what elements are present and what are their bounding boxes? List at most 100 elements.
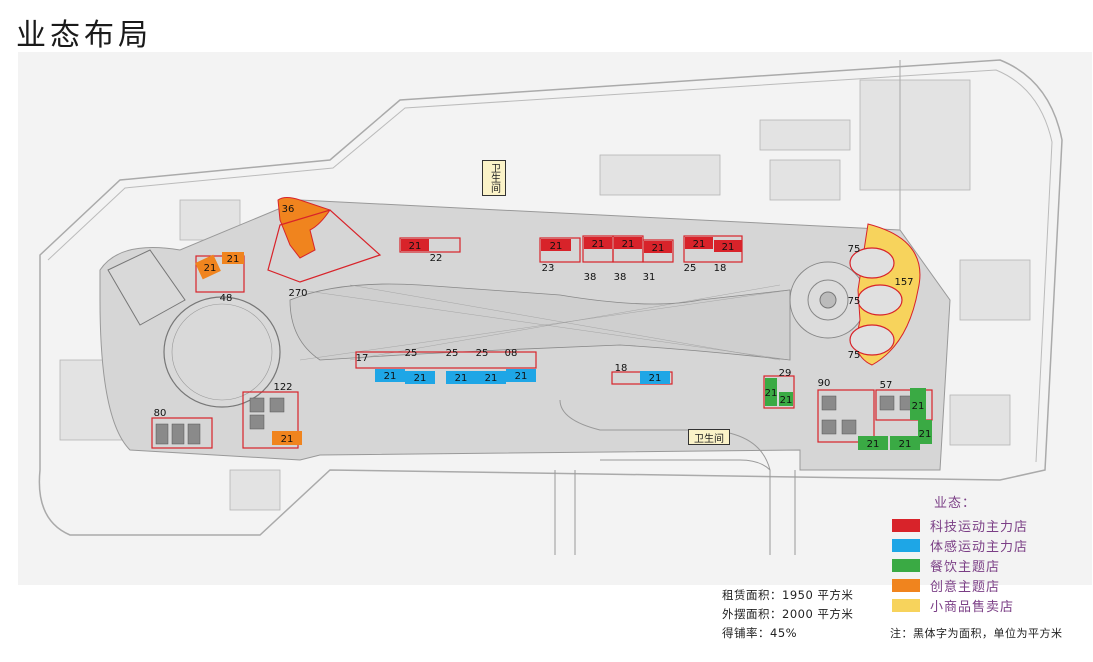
- somato-shop-3: [446, 371, 476, 384]
- tech-shop-2: [541, 239, 571, 251]
- creative-shop-c: [272, 431, 302, 445]
- dome-small: [107, 249, 186, 326]
- tech-shop-4: [614, 237, 642, 249]
- shop-label: 21: [649, 373, 662, 384]
- dining-shop-1: [765, 378, 777, 406]
- dining-shop-3: [910, 388, 926, 420]
- dining-shop-5: [858, 436, 888, 450]
- kiosk-3: [849, 324, 895, 356]
- shop-label: 21: [919, 429, 932, 440]
- shop-label: 21: [409, 241, 422, 252]
- somato-shop-4: [476, 371, 506, 384]
- outdoor-area: 外摆面积：2000 平方米: [722, 607, 854, 621]
- shop-label: 21: [693, 239, 706, 250]
- area-label: 22: [430, 253, 443, 264]
- shop-label: 21: [455, 373, 468, 384]
- area-label: 157: [894, 277, 913, 288]
- area-label: 75: [848, 296, 861, 307]
- site-boundary: [38, 59, 1063, 536]
- legend-label: 餐饮主题店: [930, 559, 1001, 575]
- legend-label: 创意主题店: [930, 579, 1001, 595]
- rent-area: 租赁面积：1950 平方米: [722, 588, 854, 602]
- legend-label: 科技运动主力店: [930, 519, 1029, 535]
- area-label: 23: [542, 263, 555, 274]
- footnote: 注：黑体字为面积，单位为平方米: [890, 627, 1063, 640]
- dome-large: [163, 296, 281, 408]
- area-label: 18: [615, 363, 628, 374]
- legend-label: 小商品售卖店: [930, 599, 1015, 615]
- tech-shop-5: [644, 241, 672, 253]
- shop-label: 21: [384, 371, 397, 382]
- shop-label: 21: [622, 239, 635, 250]
- area-label: 270: [288, 288, 307, 299]
- legend-swatch: [892, 598, 920, 612]
- legend-label: 体感运动主力店: [930, 539, 1029, 555]
- shop-label: 21: [227, 254, 240, 265]
- shop-label: 21: [899, 439, 912, 450]
- shop-label: 21: [912, 401, 925, 412]
- kiosk-1: [849, 247, 895, 279]
- legend-swatch: [892, 558, 920, 572]
- ratio: 得铺率：45%: [722, 626, 798, 640]
- shop-label: 21: [204, 263, 217, 274]
- shop-label: 21: [765, 388, 778, 399]
- central-grid-area: [289, 283, 791, 361]
- legend-item-somatosensory: 体感运动主力店: [892, 535, 1092, 555]
- building-footprints: [59, 79, 1031, 511]
- area-label: 36: [282, 204, 295, 215]
- creative-shop-36: [277, 197, 331, 259]
- shop-label: 21: [414, 373, 427, 384]
- dining-shop-4: [918, 420, 932, 444]
- page-title: 业态布局: [16, 18, 152, 53]
- area-label: 25: [405, 348, 418, 359]
- area-label: 25: [476, 348, 489, 359]
- area-label: 80: [154, 408, 167, 419]
- area-label: 29: [779, 368, 792, 379]
- toilet-north: 卫生间: [482, 160, 506, 196]
- somato-shop-5: [506, 369, 536, 382]
- kiosk-2: [857, 284, 903, 316]
- shop-label: 21: [281, 434, 294, 445]
- legend-title: 业态：: [934, 496, 977, 511]
- somato-shop-1: [375, 369, 405, 382]
- area-label: 38: [584, 272, 597, 283]
- toilet-south: 卫生间: [688, 429, 730, 445]
- legend-item-creative: 创意主题店: [892, 575, 1092, 595]
- area-label: 25: [684, 263, 697, 274]
- area-stats: 租赁面积：1950 平方米 外摆面积：2000 平方米 得铺率：45%: [722, 586, 853, 643]
- area-label: 48: [220, 293, 233, 304]
- area-label: 17: [356, 353, 369, 364]
- shop-label: 21: [780, 395, 793, 406]
- area-label: 57: [880, 380, 893, 391]
- area-label: 38: [614, 272, 627, 283]
- area-label: 75: [848, 350, 861, 361]
- tech-shop-6: [685, 237, 713, 249]
- dining-shop-2: [779, 392, 793, 406]
- tech-shop-1: [401, 239, 429, 251]
- shop-label: 21: [515, 371, 528, 382]
- creative-shop-a: [195, 254, 221, 280]
- area-label: 90: [818, 378, 831, 389]
- tech-shop-7: [714, 240, 742, 252]
- area-label: 75: [848, 244, 861, 255]
- shop-label: 21: [652, 243, 665, 254]
- legend-item-tech-sport: 科技运动主力店: [892, 515, 1092, 535]
- area-label: 122: [273, 382, 292, 393]
- somato-shop-6: [640, 371, 670, 384]
- area-label: 25: [446, 348, 459, 359]
- legend-item-dining: 餐饮主题店: [892, 555, 1092, 575]
- shop-label: 21: [592, 239, 605, 250]
- tech-shop-3: [584, 237, 612, 249]
- legend: 业态： 科技运动主力店 体感运动主力店 餐饮主题店 创意主题店 小商品售卖店: [892, 492, 1092, 615]
- legend-swatch: [892, 578, 920, 592]
- legend-item-small-goods: 小商品售卖店: [892, 595, 1092, 615]
- area-label: 31: [643, 272, 656, 283]
- dining-shop-6: [890, 436, 920, 450]
- area-label: 18: [714, 263, 727, 274]
- area-label: 08: [505, 348, 518, 359]
- shop-label: 21: [867, 439, 880, 450]
- shop-label: 21: [550, 241, 563, 252]
- shop-label: 21: [722, 242, 735, 253]
- shop-label: 21: [485, 373, 498, 384]
